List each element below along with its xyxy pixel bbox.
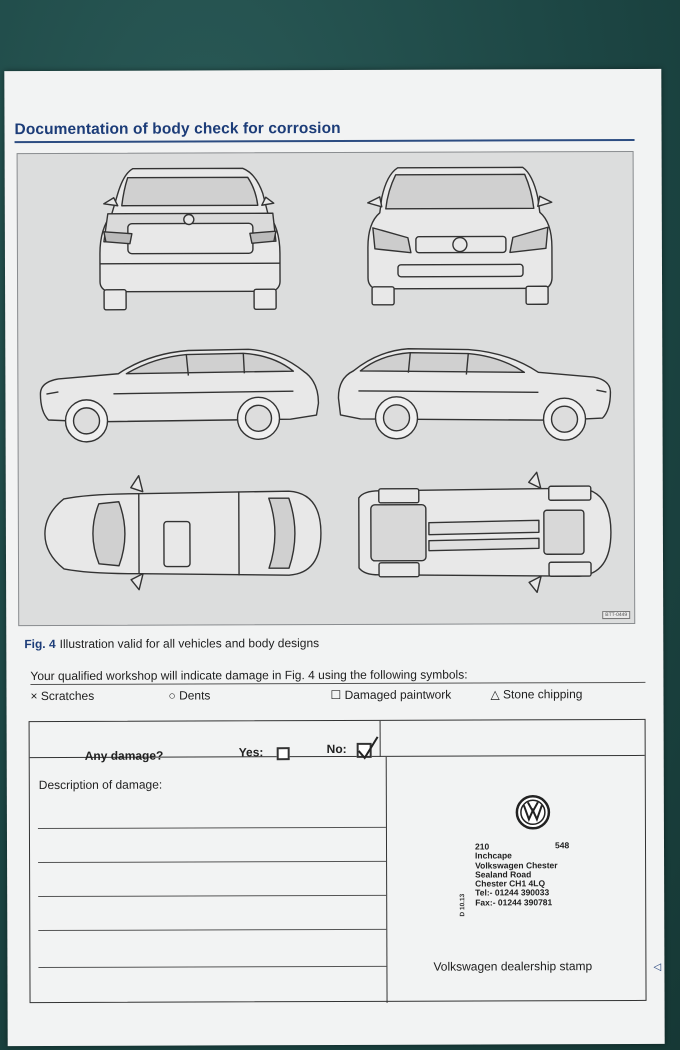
yes-label: Yes:	[238, 745, 264, 760]
no-label: No:	[326, 741, 347, 757]
top-view	[44, 474, 322, 591]
symbol-dents: ○ Dents	[168, 688, 211, 703]
description-line	[38, 965, 387, 969]
document-page: Documentation of body check for corrosio…	[4, 68, 665, 1047]
dealership-stamp-label: Volkswagen dealership stamp	[433, 959, 593, 974]
symbol-damaged-paintwork: ☐ Damaged paintwork	[330, 687, 452, 703]
caption-label: Fig. 4	[24, 636, 56, 652]
page-turn-arrow-icon: ◁	[653, 961, 662, 973]
right-side-view	[337, 348, 612, 441]
stamp-address: 210 Inchcape Volkswagen Chester Sealand …	[475, 841, 558, 908]
symbol-scratches: × Scratches	[30, 688, 95, 704]
description-line	[38, 860, 387, 864]
rear-view	[99, 167, 281, 311]
description-label: Description of damage:	[38, 777, 163, 793]
description-line	[38, 894, 387, 898]
symbol-instructions: Your qualified workshop will indicate da…	[30, 667, 468, 684]
yes-checkbox[interactable]	[276, 747, 290, 761]
symbol-stone-chipping: △ Stone chipping	[490, 687, 583, 702]
page-title: Documentation of body check for corrosio…	[14, 119, 341, 139]
title-rule	[14, 138, 635, 144]
checkmark-icon	[357, 736, 379, 760]
stamp-side-code: D 10.13	[459, 893, 467, 917]
no-checkbox[interactable]	[356, 736, 379, 760]
description-line	[37, 826, 386, 830]
left-side-view	[39, 348, 320, 443]
caption-text: Illustration valid for all vehicles and …	[59, 636, 320, 651]
stamp-line: Fax:- 01244 390781	[475, 897, 553, 908]
header-divider	[379, 720, 381, 757]
underside-view	[358, 471, 612, 593]
vw-logo-icon	[515, 795, 551, 830]
description-line	[38, 928, 387, 932]
vehicle-diagram: BTT-0449	[16, 150, 636, 627]
any-damage-label: Any damage?	[84, 748, 164, 763]
front-view	[367, 166, 553, 306]
figure-code: BTT-0449	[602, 610, 631, 620]
vehicle-diagram-drawing	[39, 166, 612, 593]
